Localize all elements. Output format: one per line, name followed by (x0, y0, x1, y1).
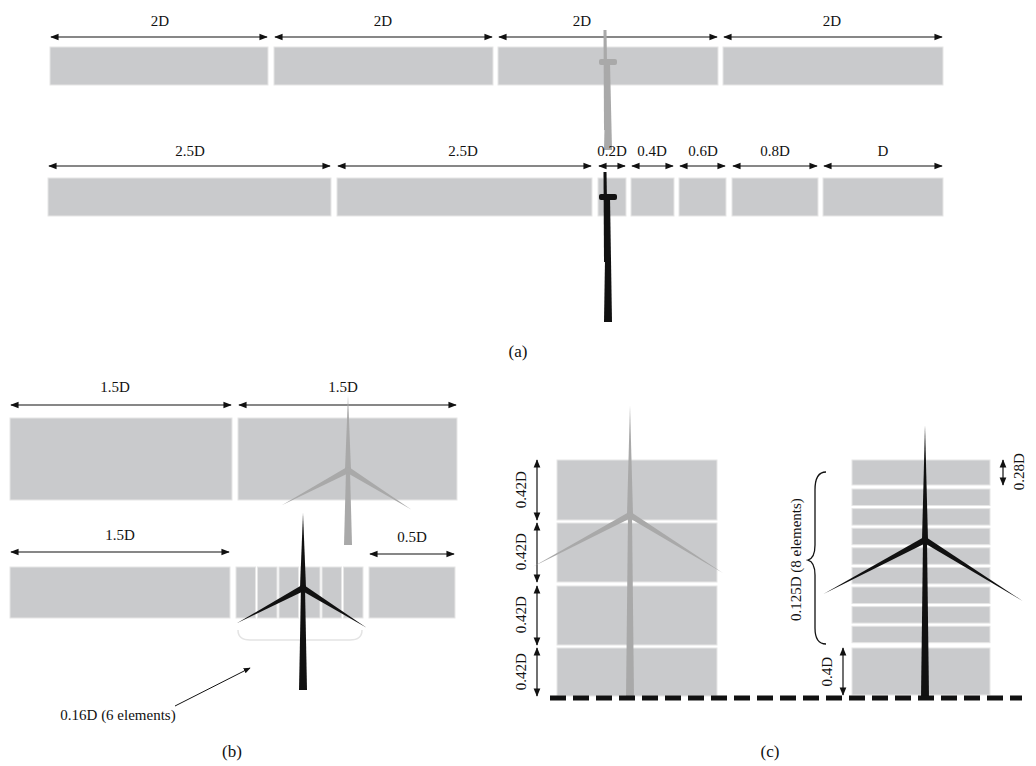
dimension-label: 1.5D (328, 379, 358, 396)
mesh-block (852, 460, 990, 485)
dimension-arrow (724, 36, 942, 37)
dimension-arrow (499, 36, 717, 37)
dimension-arrow (370, 553, 454, 554)
dimension-label: 0.42D (513, 533, 530, 570)
dimension-arrow (536, 648, 537, 696)
dimension-label: 0.4D (819, 657, 836, 687)
turbine-front-view (823, 425, 1022, 698)
dimension-label: D (878, 143, 889, 160)
mesh-block (10, 418, 232, 500)
dimension-arrow (49, 165, 330, 166)
mesh-block (557, 648, 717, 696)
mesh-block (852, 587, 990, 604)
mesh-block (48, 178, 331, 216)
mesh-block (852, 648, 990, 695)
mesh-block (852, 548, 990, 565)
mesh-block (852, 626, 990, 643)
mesh-block (679, 178, 726, 216)
mesh-block (557, 523, 717, 582)
turbine-side-view (599, 172, 617, 322)
turbine-front-view (237, 513, 367, 690)
dimension-arrow (632, 165, 673, 166)
dimension-arrow (1002, 460, 1003, 485)
dimension-label: 0.42D (513, 471, 530, 508)
turbine-front-view (533, 405, 723, 698)
dimension-arrow (11, 551, 229, 552)
turbine-front-view (282, 395, 412, 545)
dimension-label: 0.5D (397, 529, 427, 546)
dimension-label: 2D (374, 13, 392, 30)
panel-label: (a) (509, 342, 528, 362)
dimension-label: 0.42D (513, 596, 530, 633)
mesh-block (557, 460, 717, 520)
turbine-side-view (599, 30, 617, 150)
mesh-block (852, 567, 990, 584)
dimension-label: 0.4D (637, 143, 667, 160)
dimension-label: 0.125D (8 elements) (787, 499, 804, 622)
dimension-arrow (599, 165, 625, 166)
dimension-label: 2D (823, 13, 841, 30)
dimension-arrow (536, 460, 537, 520)
mesh-block (236, 567, 256, 618)
mesh-block (337, 178, 592, 216)
panel-label: (c) (761, 742, 780, 762)
panel-label: (b) (222, 742, 242, 762)
dimension-arrow (733, 165, 817, 166)
mesh-block (852, 607, 990, 624)
dimension-arrow (680, 165, 725, 166)
ground-line (550, 696, 1022, 701)
dimension-arrow (11, 404, 231, 405)
dimension-label: 1.5D (105, 527, 135, 544)
dimension-arrow (536, 523, 537, 582)
dimension-label: 0.8D (760, 143, 790, 160)
leader-line (175, 668, 250, 706)
mesh-block (598, 178, 626, 216)
dimension-arrow (824, 165, 942, 166)
mesh-block (852, 509, 990, 525)
brace (808, 472, 826, 644)
dimension-arrow (536, 586, 537, 645)
mesh-block (10, 567, 230, 618)
dimension-label: 0.6D (688, 143, 718, 160)
dimension-label: 1.5D (100, 379, 130, 396)
dimension-label: 0.42D (513, 653, 530, 690)
dimension-label: 2D (573, 13, 591, 30)
dimension-label: 2D (151, 13, 169, 30)
dimension-arrow (338, 165, 591, 166)
dimension-arrow (275, 36, 492, 37)
mesh-block (557, 586, 717, 645)
dimension-arrow (51, 36, 267, 37)
dimension-label: 0.28D (1011, 453, 1028, 490)
mesh-block (50, 47, 268, 85)
mesh-block (369, 567, 455, 618)
dimension-label: 2.5D (448, 143, 478, 160)
dimension-label: 2.5D (175, 143, 205, 160)
mesh-block (344, 567, 364, 618)
dimension-label: 0.16D (6 elements) (60, 707, 175, 724)
mesh-block (631, 178, 674, 216)
dimension-label: 0.2D (597, 143, 627, 160)
group-bracket (238, 630, 362, 640)
mesh-block (274, 47, 493, 85)
mesh-block (732, 178, 818, 216)
dimension-arrow (239, 404, 456, 405)
dimension-arrow (842, 648, 843, 695)
mesh-block (723, 47, 943, 85)
mesh-block (852, 489, 990, 506)
mesh-block (823, 178, 943, 216)
